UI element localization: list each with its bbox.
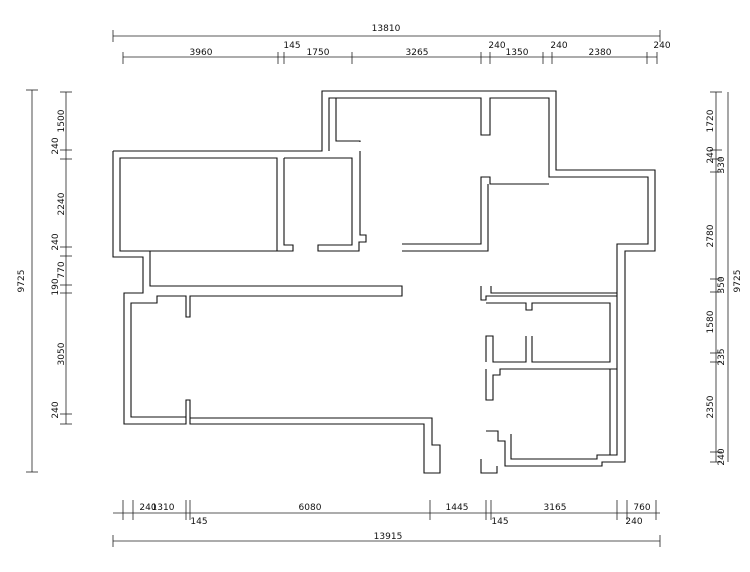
top-segment-label: 240: [488, 41, 505, 51]
top-segment-label: 240: [653, 41, 670, 51]
left-total-label: 9725: [17, 270, 27, 293]
right-segment-label: 240: [706, 146, 716, 163]
top-segment-label: 3265: [406, 48, 429, 58]
right-segment-label: 2780: [706, 224, 716, 247]
top-segment-label: 145: [283, 41, 300, 51]
top-dimension-chain: 3960 145 1750 3265 240 1350 240 2380 240: [122, 41, 671, 64]
outer-wall: [112, 90, 656, 474]
bottom-segment-label: 6080: [299, 503, 322, 513]
left-dimension-total: 9725: [17, 89, 38, 473]
right-segment-label: 235: [717, 348, 727, 365]
top-segment-label: 2380: [589, 48, 612, 58]
top-segment-label: 1750: [307, 48, 330, 58]
bottom-segment-label: 145: [491, 517, 508, 527]
bottom-segment-label: 760: [633, 503, 650, 513]
interior-wall: [480, 286, 617, 301]
left-segment-label: 240: [51, 401, 61, 418]
left-segment-label: 1500: [57, 109, 67, 132]
top-segment-label: 240: [550, 41, 567, 51]
right-dimension-total: 9725: [727, 92, 743, 462]
left-segment-label: 3050: [57, 342, 67, 365]
bottom-segment-label: 145: [190, 517, 207, 527]
interior-wall: [485, 302, 611, 363]
right-segment-label: 350: [717, 276, 727, 293]
left-segment-label: 770: [57, 261, 67, 278]
bottom-dimension-total: 13915: [112, 532, 661, 547]
right-segment-label: 240: [717, 448, 727, 465]
left-segment-label: 240: [51, 233, 61, 250]
bottom-segment-label: 1445: [446, 503, 469, 513]
interior-wall: [119, 157, 278, 252]
floor-plan-walls: [112, 90, 656, 474]
right-segment-label: 330: [717, 156, 727, 173]
left-dimension-chain: 1500 240 2240 240 770 190 3050 240: [51, 91, 72, 425]
interior-wall: [277, 158, 294, 252]
top-segment-label: 3960: [190, 48, 213, 58]
bottom-segment-label: 1310: [152, 503, 175, 513]
bottom-segment-label: 240: [139, 503, 156, 513]
right-dimension-chain: 1720 240 330 2780 350 1580 235 2350 240: [706, 91, 727, 466]
interior-wall: [402, 176, 549, 252]
bottom-segment-label: 240: [625, 517, 642, 527]
bottom-segment-label: 3165: [544, 503, 567, 513]
right-total-label: 9725: [733, 270, 743, 293]
interior-wall: [130, 251, 403, 418]
right-segment-label: 1720: [706, 109, 716, 132]
right-segment-label: 2350: [706, 395, 716, 418]
top-total-label: 13810: [372, 24, 401, 34]
interior-wall: [284, 151, 367, 252]
left-segment-label: 190: [51, 278, 61, 295]
top-dimension-total: 13810: [112, 24, 661, 42]
left-segment-label: 2240: [57, 192, 67, 215]
top-segment-label: 1350: [506, 48, 529, 58]
left-segment-label: 240: [51, 137, 61, 154]
right-segment-label: 1580: [706, 310, 716, 333]
bottom-total-label: 13915: [374, 532, 403, 542]
interior-wall: [485, 368, 617, 455]
bottom-dimension-chain: 240 1310 6080 1445 3165 760 145 145 240: [113, 500, 660, 527]
